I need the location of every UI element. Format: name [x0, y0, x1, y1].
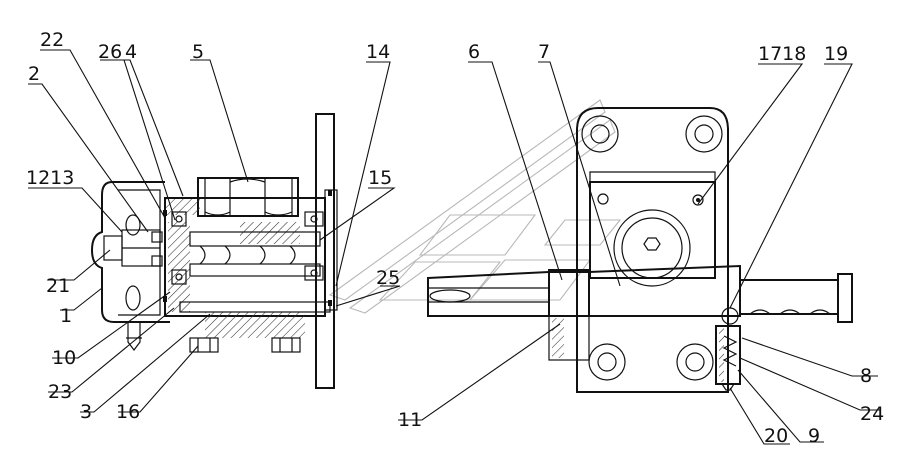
left-valve-body	[90, 113, 338, 389]
callout-2: 2	[28, 63, 40, 85]
callout-16: 16	[116, 401, 140, 423]
callout-19: 19	[824, 43, 848, 65]
callout-14: 14	[366, 41, 390, 63]
callout-22: 22	[40, 29, 64, 51]
callout-25: 25	[376, 267, 400, 289]
callout-1: 1	[60, 305, 72, 327]
callout-4: 4	[125, 41, 137, 63]
callout-labels: 22 26 4 5 14 6 7 1718 19 2 1213 15 21 1 …	[26, 29, 884, 447]
callout-3: 3	[80, 401, 92, 423]
callout-17-18: 1718	[758, 43, 806, 65]
callout-5: 5	[192, 41, 204, 63]
callout-7: 7	[538, 41, 550, 63]
callout-24: 24	[860, 403, 884, 425]
callout-20: 20	[764, 425, 788, 447]
callout-8: 8	[860, 365, 872, 387]
callout-12-13: 1213	[26, 167, 74, 189]
callout-9: 9	[808, 425, 820, 447]
right-valve-body	[427, 107, 853, 393]
callout-10: 10	[52, 347, 76, 369]
leader-lines	[28, 49, 880, 445]
callout-15: 15	[368, 167, 392, 189]
callout-26: 26	[98, 41, 122, 63]
callout-21: 21	[46, 275, 70, 297]
callout-11: 11	[398, 409, 422, 431]
callout-6: 6	[468, 41, 480, 63]
callout-23: 23	[48, 381, 72, 403]
